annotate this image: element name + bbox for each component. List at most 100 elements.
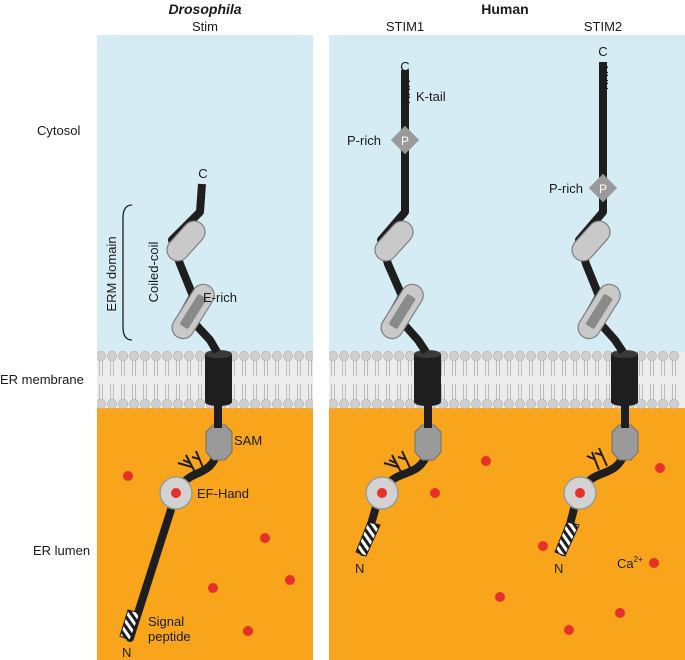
lipid-head <box>481 398 493 410</box>
lipid-head <box>580 350 592 362</box>
lipid-head <box>569 398 581 410</box>
lipid-head <box>172 398 184 410</box>
lipid-head <box>161 350 173 362</box>
lipid-head <box>117 350 129 362</box>
lipid-head <box>536 350 548 362</box>
lipid-head <box>668 350 680 362</box>
label-peptide: peptide <box>148 629 191 644</box>
lipid-head <box>448 350 460 362</box>
lipid-head <box>404 398 416 410</box>
lipid-head <box>338 398 350 410</box>
stim1-c-terminal: C <box>400 59 409 74</box>
lipid-head <box>657 350 669 362</box>
lipid-head <box>349 350 361 362</box>
stim2-sam-domain <box>611 424 639 461</box>
lipid-head <box>382 398 394 410</box>
lipid-head <box>128 398 140 410</box>
lipid-head <box>293 398 305 410</box>
lipid-head <box>106 350 118 362</box>
lipid-head <box>293 350 305 362</box>
stim1-signal-stripe <box>355 521 381 557</box>
lipid-head <box>569 350 581 362</box>
lipid-head <box>183 350 195 362</box>
lipid-head <box>668 398 680 410</box>
lipid-head <box>238 350 250 362</box>
lipid-head <box>117 398 129 410</box>
lipid-head <box>459 398 471 410</box>
calcium-ion <box>285 575 295 585</box>
signal-peptide-stripe <box>119 609 141 641</box>
lipid-head <box>97 350 107 362</box>
lipid-head <box>558 398 570 410</box>
lipid-head <box>194 350 206 362</box>
calcium-ion <box>243 626 253 636</box>
lipid-head <box>338 350 350 362</box>
calcium-ion <box>430 488 440 498</box>
stim2-protein <box>554 62 639 557</box>
stim2-p-rich-diamond <box>588 173 618 203</box>
lipid-head <box>591 398 603 410</box>
lipid-head <box>139 398 151 410</box>
erm-bracket <box>122 204 133 341</box>
header-stim1: STIM1 <box>386 19 424 34</box>
stim1-p-rich: P-rich <box>347 133 381 148</box>
lipid-head <box>128 350 140 362</box>
lipid-head <box>194 398 206 410</box>
stim1-n-terminal: N <box>355 561 364 576</box>
lipid-head <box>349 398 361 410</box>
stim1-protein <box>355 70 442 557</box>
lipid-head <box>525 398 537 410</box>
lipid-head <box>271 398 283 410</box>
lipid-head <box>106 398 118 410</box>
stim2-signal-stripe <box>554 521 580 557</box>
lipid-head <box>371 350 383 362</box>
lipid-head <box>657 398 669 410</box>
lipid-head <box>329 398 339 410</box>
lipid-head <box>591 350 603 362</box>
lipid-head <box>580 398 592 410</box>
lipid-head <box>371 398 383 410</box>
stim2-c-terminal: C <box>598 44 607 59</box>
lipid-head <box>161 398 173 410</box>
lipid-head <box>238 398 250 410</box>
ef-hand-calcium <box>171 488 181 498</box>
lipid-head <box>602 398 614 410</box>
lipid-head <box>547 398 559 410</box>
lipid-head <box>260 350 272 362</box>
lipid-head <box>249 350 261 362</box>
label-erm-domain: ERM domain <box>104 236 119 311</box>
calcium-ion <box>649 558 659 568</box>
lipid-head <box>492 350 504 362</box>
lipid-head <box>536 398 548 410</box>
stim2-p-rich: P-rich <box>549 181 583 196</box>
stim2-coiled-coil-domain <box>571 220 611 262</box>
lipid-head <box>393 398 405 410</box>
calcium-ion <box>481 456 491 466</box>
lipid-head <box>646 350 658 362</box>
lipid-head <box>393 350 405 362</box>
header-stim2: STIM2 <box>584 19 622 34</box>
lipid-head <box>304 350 313 362</box>
calcium-superscript: 2+ <box>634 555 643 564</box>
stim1-coiled-coil-domain <box>374 220 414 262</box>
lipid-head <box>150 398 162 410</box>
label-signal: Signal <box>148 614 184 629</box>
label-calcium: Ca2+ <box>617 555 643 571</box>
label-er-lumen: ER lumen <box>33 543 90 558</box>
lipid-head <box>635 398 647 410</box>
e-rich-domain <box>171 283 215 340</box>
stim1-sam-domain <box>414 424 442 461</box>
lipid-head <box>492 398 504 410</box>
stim-protein <box>119 183 233 642</box>
label-ef-hand: EF-Hand <box>197 486 249 501</box>
lipid-head <box>360 350 372 362</box>
label-e-rich: E-rich <box>203 290 237 305</box>
lipid-head <box>470 350 482 362</box>
label-n-terminal: N <box>122 645 131 660</box>
coiled-coil-domain <box>166 220 206 262</box>
stim2-transmembrane-domain <box>611 350 638 406</box>
lipid-head <box>503 350 515 362</box>
calcium-ion <box>615 608 625 618</box>
header-stim: Stim <box>192 19 218 34</box>
